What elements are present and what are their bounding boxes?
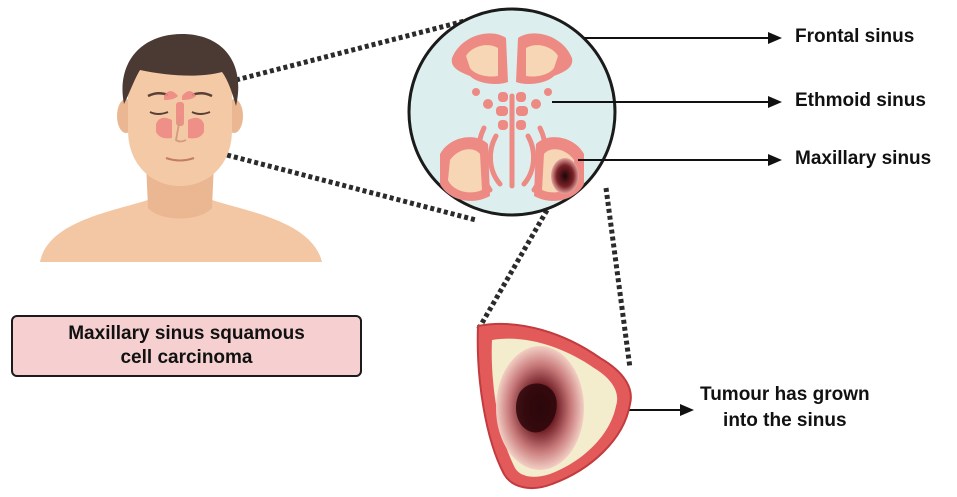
tumour-label-line2: into the sinus bbox=[700, 408, 870, 434]
zoom-line-left bbox=[478, 198, 554, 330]
title-line1: Maxillary sinus squamous bbox=[68, 322, 305, 346]
maxillary-sinus-label: Maxillary sinus bbox=[795, 148, 931, 170]
tumour-label: Tumour has grown into the sinus bbox=[700, 382, 870, 434]
frontal-sinus-label: Frontal sinus bbox=[795, 26, 914, 48]
magnified-lens bbox=[409, 9, 615, 215]
enlarged-sinus bbox=[478, 324, 631, 488]
title-line2: cell carcinoma bbox=[68, 346, 305, 370]
small-tumour bbox=[551, 158, 579, 194]
zoom-line-right bbox=[606, 188, 630, 368]
tumour-label-line1: Tumour has grown bbox=[700, 382, 870, 408]
ethmoid-sinus-label: Ethmoid sinus bbox=[795, 90, 926, 112]
title-box: Maxillary sinus squamous cell carcinoma bbox=[11, 315, 362, 377]
